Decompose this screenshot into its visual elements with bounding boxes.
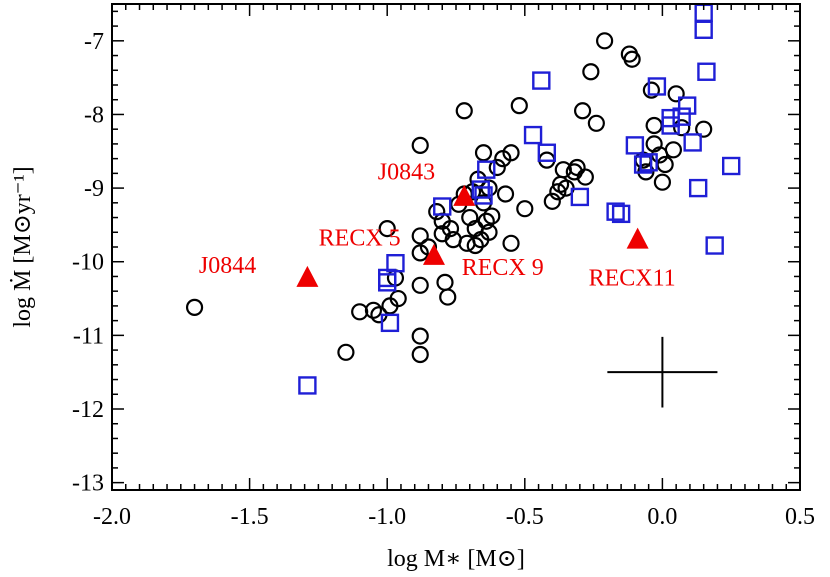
x-tick-label: -2.0 <box>93 504 131 530</box>
circle-point <box>573 102 592 120</box>
circle-point <box>645 116 663 135</box>
circle-point <box>576 168 594 186</box>
y-tick-label: -11 <box>73 323 104 349</box>
square-point <box>705 236 724 255</box>
square-point <box>537 143 557 162</box>
square-point <box>606 202 625 221</box>
triangle-point <box>626 227 649 249</box>
triangle-point <box>296 265 319 287</box>
circle-point <box>477 212 495 230</box>
circle-point <box>474 144 493 162</box>
circle-point <box>378 219 396 238</box>
square-point <box>683 133 702 152</box>
square-point <box>633 155 653 174</box>
circle-point <box>455 102 473 120</box>
circle-point <box>667 85 685 103</box>
circle-point <box>653 173 672 191</box>
x-tick-label: -0.5 <box>506 504 544 530</box>
circle-point <box>502 234 520 252</box>
y-axis-label: log Ṁ [M⊙yr⁻¹] <box>10 166 36 327</box>
square-point <box>677 96 697 115</box>
plot-marks <box>185 3 741 408</box>
circle-point <box>441 219 460 238</box>
y-axis-ticks: -13 -12 -11 -10 -9 -8 -7 <box>72 10 800 497</box>
square-point <box>672 107 691 126</box>
circle-point <box>488 158 506 177</box>
circle-point <box>389 289 407 308</box>
circle-point <box>483 207 501 225</box>
y-tick-label: -10 <box>72 250 104 276</box>
circle-point <box>411 345 429 364</box>
star-label: J0843 <box>378 159 435 185</box>
triangle-point <box>453 184 476 206</box>
square-point <box>433 197 452 216</box>
circle-point <box>364 301 383 319</box>
x-axis-ticks: -2.0 -1.5 -1.0 -0.5 0.0 0.5 <box>93 4 815 530</box>
y-tick-label: -9 <box>84 176 104 202</box>
circle-point <box>502 144 520 162</box>
circle-point <box>596 32 614 50</box>
circle-point <box>516 200 534 218</box>
circle-point <box>695 120 713 138</box>
y-tick-label: -7 <box>84 29 104 55</box>
circle-point <box>496 185 515 203</box>
circle-point <box>642 81 660 99</box>
square-point <box>625 136 645 155</box>
circle-point <box>411 227 429 245</box>
circle-point <box>510 97 528 115</box>
circle-point <box>411 276 429 294</box>
circle-point <box>411 327 429 345</box>
square-point <box>386 253 405 273</box>
circle-point <box>466 236 484 255</box>
circle-point <box>351 303 369 321</box>
circle-point <box>337 343 355 361</box>
square-point <box>474 186 493 205</box>
square-point <box>523 125 543 145</box>
square-point <box>694 20 713 39</box>
circle-point <box>439 288 457 306</box>
star-label: RECX 5 <box>319 226 401 252</box>
circle-point <box>587 114 605 132</box>
circle-point <box>436 273 454 291</box>
star-label: RECX 9 <box>462 255 544 281</box>
square-point <box>722 156 741 176</box>
square-point <box>647 77 667 96</box>
x-tick-label: -1.0 <box>368 504 406 530</box>
square-point <box>570 187 590 207</box>
x-tick-label: -1.5 <box>231 504 269 530</box>
square-point <box>697 62 716 81</box>
square-point <box>639 153 658 172</box>
circle-point <box>428 203 446 221</box>
y-tick-label: -8 <box>84 102 104 128</box>
square-point <box>471 180 490 199</box>
square-point <box>532 71 551 90</box>
circle-point <box>543 192 561 210</box>
y-tick-label: -12 <box>72 397 104 423</box>
circle-point <box>411 136 429 154</box>
circle-point <box>568 158 586 177</box>
square-point <box>688 178 708 198</box>
star-label: J0844 <box>199 253 256 279</box>
circle-point <box>480 223 498 241</box>
circle-point <box>185 298 204 316</box>
circle-point <box>623 50 641 68</box>
square-point <box>611 204 631 224</box>
x-tick-label: 0.0 <box>647 504 677 530</box>
circle-point <box>549 183 567 201</box>
square-point <box>380 313 400 333</box>
square-point <box>298 376 317 395</box>
circle-point <box>582 63 600 81</box>
x-tick-label: 0.5 <box>785 504 815 530</box>
triangle-point <box>422 243 445 265</box>
y-tick-label: -13 <box>72 471 104 497</box>
square-point <box>378 273 397 292</box>
circle-point <box>664 141 683 159</box>
square-point <box>477 160 496 179</box>
x-axis-label: log M∗ [M⊙] <box>387 546 525 572</box>
circle-point <box>673 119 691 137</box>
star-label: RECX11 <box>589 265 676 291</box>
